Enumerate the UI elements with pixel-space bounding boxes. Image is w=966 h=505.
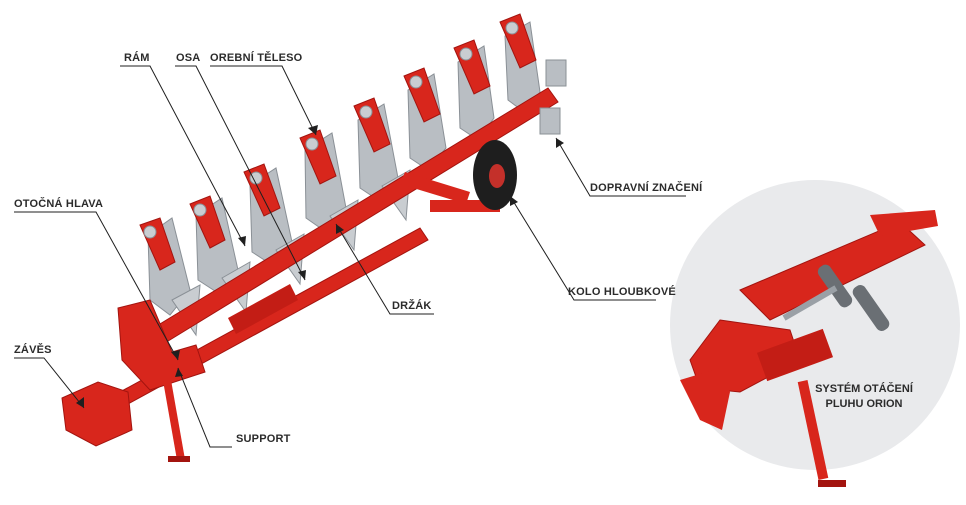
turning-head bbox=[117, 299, 206, 391]
leader-dopravni bbox=[555, 137, 686, 197]
leader-kolo bbox=[509, 195, 656, 301]
turning-system-illustration bbox=[680, 210, 938, 487]
hitch bbox=[61, 381, 133, 447]
plough-illustration bbox=[61, 13, 567, 462]
label-dopravni-znaceni: DOPRAVNÍ ZNAČENÍ bbox=[590, 182, 703, 194]
holder-block bbox=[228, 284, 298, 334]
label-support: SUPPORT bbox=[236, 433, 291, 445]
leader-osa bbox=[175, 65, 306, 281]
label-system-otaceni: SYSTÉM OTÁČENÍ PLUHU ORION bbox=[812, 382, 916, 412]
cross-link bbox=[400, 172, 470, 204]
support-foot bbox=[168, 456, 190, 462]
label-zaves: ZÁVĚS bbox=[14, 344, 52, 356]
label-otocna-hlava: OTOČNÁ HLAVA bbox=[14, 198, 104, 210]
label-osa: OSA bbox=[176, 52, 201, 64]
leader-arrowheads bbox=[76, 125, 564, 408]
leader-orebni-teleso bbox=[210, 65, 317, 136]
label-kolo-hloubkove: KOLO HLOUBKOVÉ bbox=[568, 286, 676, 298]
leader-drzak bbox=[335, 223, 434, 315]
label-orebni-teleso: OREBNÍ TĚLESO bbox=[210, 52, 303, 64]
leader-lines bbox=[14, 65, 686, 448]
depth-wheel-hub bbox=[489, 164, 505, 188]
label-system-otaceni-line2: PLUHU ORION bbox=[825, 398, 903, 410]
standard-discs bbox=[143, 21, 519, 239]
leader-support bbox=[177, 367, 232, 448]
label-system-otaceni-line1: SYSTÉM OTÁČENÍ bbox=[815, 383, 913, 395]
leader-zaves bbox=[14, 357, 85, 409]
label-ram: RÁM bbox=[124, 52, 150, 64]
leader-otocna-hlava bbox=[14, 211, 179, 361]
support-leg bbox=[163, 379, 185, 461]
transport-sign-bottom bbox=[539, 107, 561, 135]
transport-sign-top bbox=[545, 59, 567, 87]
leader-ram bbox=[120, 65, 246, 247]
label-drzak: DRŽÁK bbox=[392, 300, 432, 312]
